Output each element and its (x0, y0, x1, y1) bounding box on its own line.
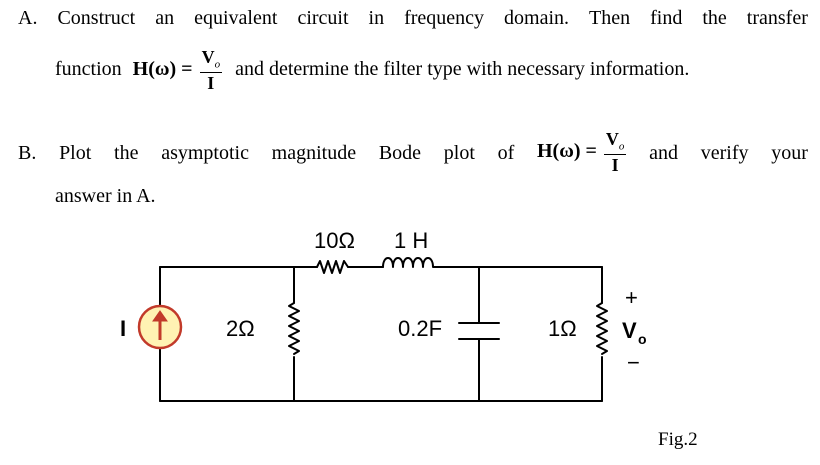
label-10-ohm: 10Ω (314, 228, 355, 253)
source-arrowhead-icon (152, 310, 168, 322)
label-vout: V (622, 318, 637, 343)
transfer-fraction: Vo I (199, 48, 223, 94)
transfer-function-symbol: H(ω) = (537, 140, 597, 163)
part-a-word: Then (589, 7, 631, 29)
part-a-marker: A. (18, 7, 38, 29)
fraction-denominator: I (611, 155, 619, 176)
label-plus: + (625, 285, 638, 310)
resistor-1-ohm (596, 302, 608, 355)
label-0-2f: 0.2F (398, 316, 442, 341)
transfer-function-symbol: H(ω) = (132, 58, 193, 81)
label-2-ohm: 2Ω (226, 316, 255, 341)
fraction-numerator: Vo (199, 48, 223, 74)
part-a-word: domain. (504, 7, 570, 29)
fraction-numerator: Vo (603, 130, 627, 156)
resistor-10-ohm (316, 260, 349, 274)
resistor-2-ohm (288, 302, 300, 355)
label-source-i: I (120, 316, 126, 341)
inductor-1-h (382, 257, 441, 268)
transfer-fraction: Vo I (603, 130, 627, 176)
part-b-marker: B. (18, 141, 37, 164)
part-a-word: the (702, 7, 727, 29)
label-minus: − (627, 350, 640, 375)
part-b-word: verify (700, 141, 749, 164)
label-vout-sub: o (638, 331, 647, 347)
part-b-word: magnitude (271, 141, 357, 164)
part-b-transfer: H(ω) = Vo I (537, 130, 627, 176)
part-b-word: Bode (378, 141, 422, 164)
part-a-line-2: function H(ω) = Vo I and determine the f… (55, 48, 689, 93)
part-a-word: in (368, 7, 385, 29)
part-a-word: an (155, 7, 175, 29)
label-1-ohm: 1Ω (548, 316, 577, 341)
label-1-h: 1 H (394, 228, 428, 253)
part-b-word: of (497, 141, 515, 164)
part-a-word: frequency (404, 7, 485, 29)
part-a-word: circuit (297, 7, 349, 29)
figure-label: Fig.2 (658, 429, 698, 450)
part-a-word: Construct (57, 7, 136, 29)
part-a-line-1: A. Construct an equivalent circuit in fr… (18, 8, 808, 28)
part-a-word: find (650, 7, 683, 29)
part-b-line-1: B. Plot the asymptotic magnitude Bode pl… (18, 130, 808, 175)
part-b-word: and (649, 141, 679, 164)
part-b-word: asymptotic (161, 141, 249, 164)
part-a-word: transfer (746, 7, 808, 29)
part-a-prefix: function (55, 58, 122, 81)
part-b-word: Plot (59, 141, 92, 164)
part-a-word: equivalent (194, 7, 278, 29)
part-b-line-2: answer in A. (55, 185, 156, 207)
part-b-word: plot (443, 141, 475, 164)
part-b-word: the (114, 141, 139, 164)
fraction-denominator: I (207, 73, 215, 94)
part-a-suffix: and determine the filter type with neces… (235, 58, 690, 81)
part-b-word: your (771, 141, 808, 164)
